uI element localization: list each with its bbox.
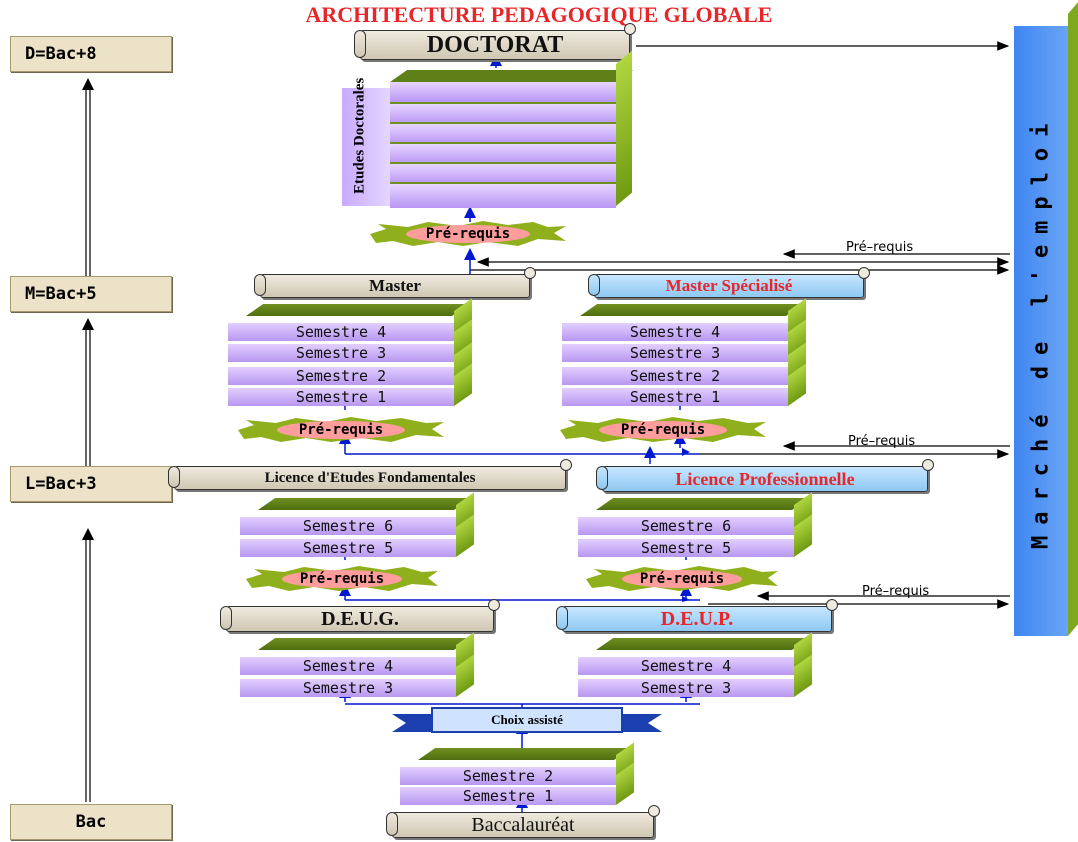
baccalaureat-scroll: Baccalauréat [386,805,660,838]
deup-scroll: D.E.U.P. [556,599,838,632]
prereq-label-deug: Pré–requis [862,584,930,599]
choix-assiste-ribbon: Choix assisté [392,706,662,736]
page-title: ARCHITECTURE PEDAGOGIQUE GLOBALE [305,2,773,27]
master-right-semestre-2: Semestre 2 [562,366,788,385]
deug-scroll: D.E.U.G. [220,599,500,632]
prereq-label-licence: Pré–requis [848,434,916,449]
deup-semestre-3: Semestre 3 [578,678,794,697]
doctorat-scroll: DOCTORAT [354,23,636,60]
master-right-semestre-3: Semestre 3 [562,343,788,362]
market-bar [1014,26,1068,636]
licence-pro-scroll: Licence Professionnelle [596,459,934,492]
prereq-licence-left: Pré-requis [244,566,440,592]
prereq-master-left: Pré-requis [236,417,446,443]
licence-left-semestre-6: Semestre 6 [240,516,456,535]
prereq-master-right: Pré-requis [558,417,768,443]
prereq-licence-right: Pré-requis [584,566,780,592]
bac-semestre-1: Semestre 1 [400,786,616,805]
master-left-semestre-1: Semestre 1 [228,387,454,406]
level-bac: Bac [10,804,172,840]
market-label: Marché de l'emploi [1028,112,1054,550]
deug-semestre-4: Semestre 4 [240,656,456,675]
licence-right-semestre-5: Semestre 5 [578,538,794,557]
master-specialise-scroll: Master Spécialisé [588,267,870,298]
master-left-semestre-3: Semestre 3 [228,343,454,362]
prereq-doctorat: Pré-requis [368,221,568,247]
etudes-doctorales-block [342,50,634,210]
licence-left-semestre-5: Semestre 5 [240,538,456,557]
market-bar-side [1068,2,1078,637]
level-licence: L=Bac+3 [10,466,172,502]
deug-semestre-3: Semestre 3 [240,678,456,697]
master-right-semestre-1: Semestre 1 [562,387,788,406]
bac-semestre-2: Semestre 2 [400,766,616,785]
level-master: M=Bac+5 [10,276,172,312]
master-left-semestre-2: Semestre 2 [228,366,454,385]
level-doctorat: D=Bac+8 [10,36,172,72]
deup-semestre-4: Semestre 4 [578,656,794,675]
licence-fondamentale-scroll: Licence d'Etudes Fondamentales [168,459,572,490]
prereq-label-master: Pré–requis [846,240,914,255]
master-scroll: Master [254,267,536,298]
master-left-semestre-4: Semestre 4 [228,322,454,341]
master-right-semestre-4: Semestre 4 [562,322,788,341]
licence-right-semestre-6: Semestre 6 [578,516,794,535]
etudes-doctorales-label: Etudes Doctorales [351,77,368,195]
